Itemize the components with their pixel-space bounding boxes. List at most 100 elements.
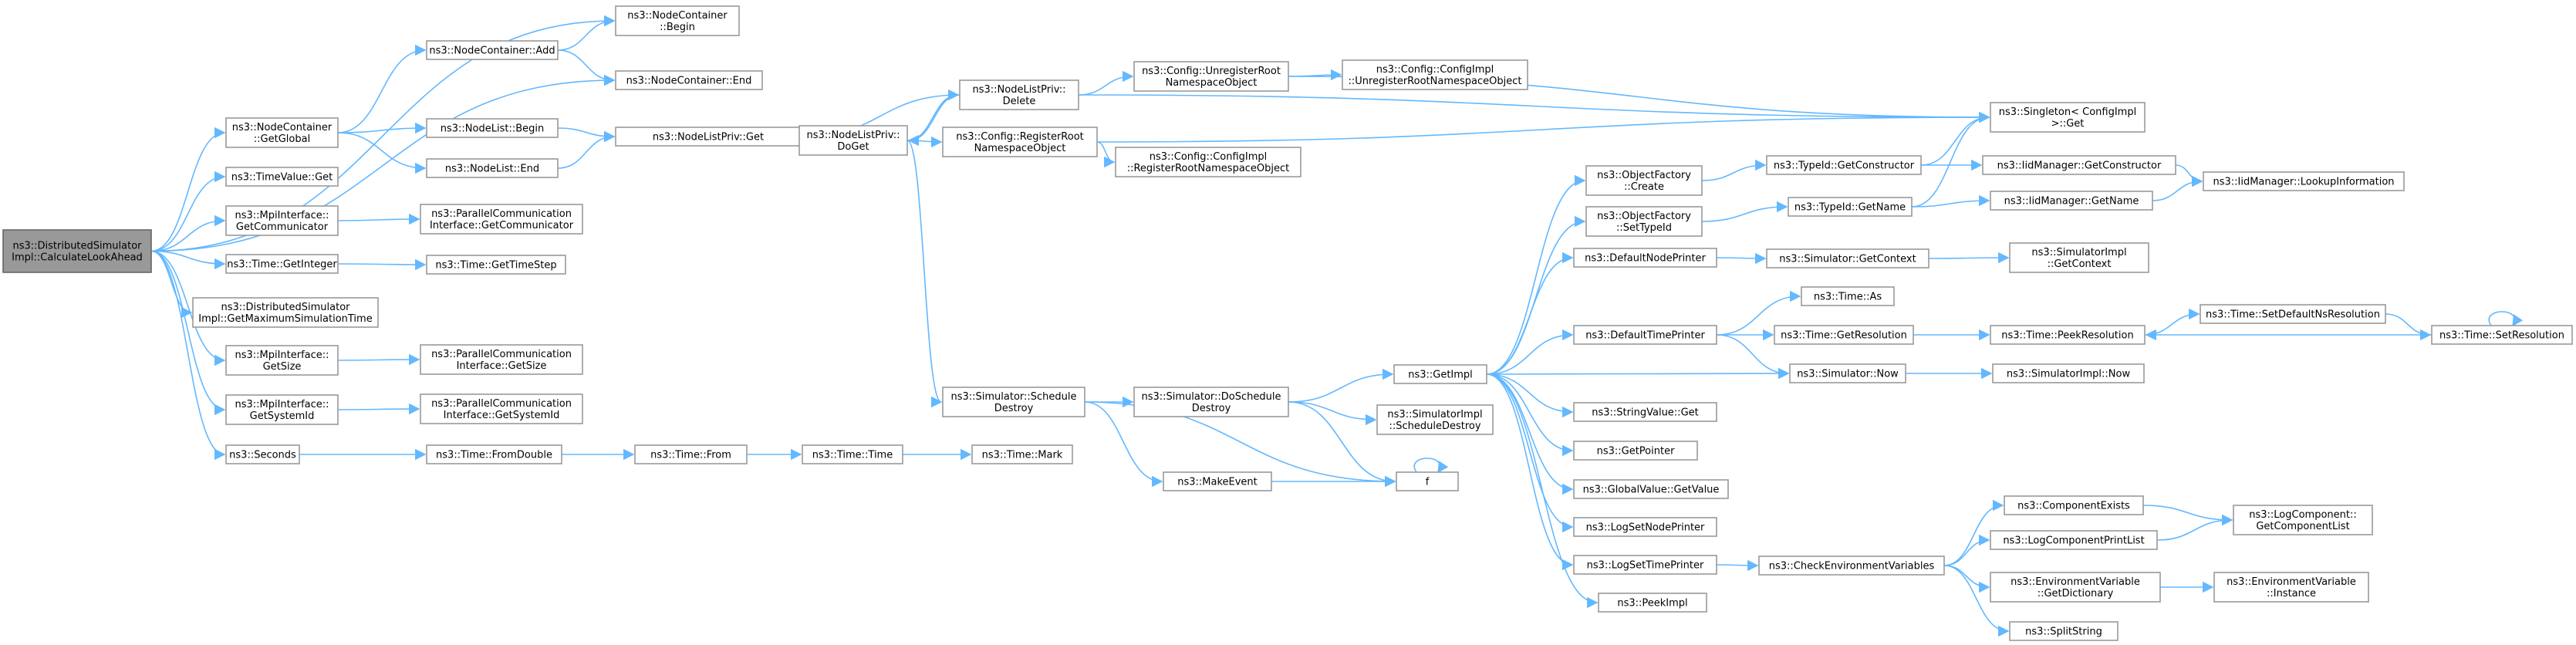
graph-node-ns3-timevalue-get[interactable]: ns3::TimeValue::Get [225,167,339,187]
graph-node-ns3-simulatorimpl-scheduledestroy[interactable]: ns3::SimulatorImpl::ScheduleDestroy [1376,404,1494,435]
node-label: ns3::IidManager::LookupInformation [2213,177,2394,188]
edge-n63-to-n66 [2385,313,2432,341]
edge-n0-to-n6 [150,250,226,366]
graph-node-ns3-time-time[interactable]: ns3::Time::Time [802,444,903,464]
node-box [1163,471,1272,491]
node-box [225,254,339,274]
graph-node-ns3-peekimpl[interactable]: ns3::PeekImpl [1598,593,1707,613]
graph-node-ns3-makeevent[interactable]: ns3::MakeEvent [1163,471,1272,491]
graph-node-ns3-time-mark[interactable]: ns3::Time::Mark [971,444,1073,464]
graph-node-ns3-logsettimeprinter[interactable]: ns3::LogSetTimePrinter [1573,555,1717,575]
graph-node-ns3-iidmanager-getconstructor[interactable]: ns3::IidManager::GetConstructor [1982,155,2176,175]
edge-n51-to-n61 [1943,565,2010,637]
node-box [1573,441,1698,461]
graph-node-ns3-nodecontainer-end[interactable]: ns3::NodeContainer::End [615,70,763,90]
graph-node-ns3-mpiinterface-getsize[interactable]: ns3::MpiInterface::GetSize [225,345,339,376]
graph-node-ns3-time-gettimestep[interactable]: ns3::Time::GetTimeStep [426,255,566,275]
graph-node-ns3-mpiinterface-getsystemid[interactable]: ns3::MpiInterface::GetSystemId [225,394,339,425]
edge-n58-to-n64 [2142,505,2233,526]
edge-n1-to-n10 [337,122,427,134]
graph-node-ns3-nodelist-end[interactable]: ns3::NodeList::End [426,158,559,178]
edge-n32-to-n37 [1486,252,1574,375]
edge-n66-to-n66 [2488,311,2524,327]
graph-node-ns3-nodelistpriv-delete[interactable]: ns3::NodeListPriv::Delete [959,79,1079,110]
node-box [615,127,802,147]
edge-n25-to-n30 [1084,401,1163,488]
node-box [1573,555,1717,575]
graph-node-ns3-simulator-now[interactable]: ns3::Simulator::Now [1789,363,1906,383]
graph-node-ns3-time-getinteger[interactable]: ns3::Time::GetInteger [225,254,339,274]
node-label: ::SetTypeId [1616,222,1672,234]
graph-node-ns3-time-fromdouble[interactable]: ns3::Time::FromDouble [426,444,562,464]
graph-node-ns3-nodecontainer-begin[interactable]: ns3::NodeContainer::Begin [615,5,740,36]
graph-node-ns3-time-from[interactable]: ns3::Time::From [634,444,748,464]
node-label: ns3::GlobalValue::GetValue [1583,485,1720,496]
graph-node-ns3-simulatorimpl-getcontext[interactable]: ns3::SimulatorImpl::GetContext [2009,242,2149,273]
graph-node-ns3-objectfactory-settypeid[interactable]: ns3::ObjectFactory::SetTypeId [1585,206,1703,237]
node-label: ::Create [1624,181,1664,193]
node-box [426,255,566,275]
graph-node-ns3-checkenvironmentvariables[interactable]: ns3::CheckEnvironmentVariables [1758,556,1945,576]
graph-node-ns3-globalvalue-getvalue[interactable]: ns3::GlobalValue::GetValue [1573,479,1729,499]
graph-node-ns3-time-setdefaultnsresolution[interactable]: ns3::Time::SetDefaultNsResolution [2200,304,2386,324]
graph-node-ns3-parallelcommunication-interface-getcommunicator[interactable]: ns3::ParallelCommunicationInterface::Get… [420,204,583,235]
node-box [1115,147,1302,177]
edge-n43-to-n51 [1716,559,1759,572]
graph-node-ns3-objectfactory-create[interactable]: ns3::ObjectFactory::Create [1585,165,1703,196]
graph-node-ns3-getimpl[interactable]: ns3::GetImpl [1393,364,1487,384]
graph-node-ns3-environmentvariable-getdictionary[interactable]: ns3::EnvironmentVariable::GetDictionary [1990,572,2161,603]
graph-node-ns3-config-registerroot-namespaceobject[interactable]: ns3::Config::RegisterRootNamespaceObject [942,127,1098,157]
graph-node-ns3-distributedsimulator-impl-calculatelookahead[interactable]: ns3::DistributedSimulatorImpl::Calculate… [2,229,152,273]
node-box [1766,248,1929,268]
graph-node-ns3-iidmanager-lookupinformation[interactable]: ns3::IidManager::LookupInformation [2203,171,2405,191]
graph-node-ns3-environmentvariable-instance[interactable]: ns3::EnvironmentVariable::Instance [2213,572,2369,603]
graph-node-ns3-logsetnodeprinter[interactable]: ns3::LogSetNodePrinter [1573,517,1717,537]
graph-node-ns3-config-unregisterroot-namespaceobject[interactable]: ns3::Config::UnregisterRootNamespaceObje… [1133,61,1289,92]
graph-node-ns3-config-configimpl-registerrootnamespaceobject[interactable]: ns3::Config::ConfigImpl::RegisterRootNam… [1115,147,1302,177]
graph-node-ns3-nodecontainer-add[interactable]: ns3::NodeContainer::Add [426,40,559,60]
graph-node-ns3-typeid-getname[interactable]: ns3::TypeId::GetName [1788,197,1913,217]
graph-node-ns3-splitstring[interactable]: ns3::SplitString [2009,621,2119,641]
graph-node-ns3-simulatorimpl-now[interactable]: ns3::SimulatorImpl::Now [1992,363,2145,383]
graph-node-ns3-nodelistpriv-get[interactable]: ns3::NodeListPriv::Get [615,127,802,147]
graph-node-ns3-iidmanager-getname[interactable]: ns3::IidManager::GetName [1990,191,2153,211]
graph-node-ns3-simulator-getcontext[interactable]: ns3::Simulator::GetContext [1766,248,1929,268]
graph-node-ns3-singleton-configimpl-get[interactable]: ns3::Singleton< ConfigImpl >::Get [1990,102,2146,133]
graph-node-ns3-config-configimpl-unregisterrootnamespaceobject[interactable]: ns3::Config::ConfigImpl::UnregisterRootN… [1342,59,1528,90]
edge-n7-to-n15 [337,403,420,415]
node-box [1990,191,2153,211]
graph-node-ns3-time-getresolution[interactable]: ns3::Time::GetResolution [1774,325,1914,345]
graph-node-ns3-time-as[interactable]: ns3::Time::As [1801,286,1895,306]
node-label: ns3::MpiInterface:: [235,210,329,221]
edge-n32-to-n39 [1486,373,1574,418]
node-box [192,297,379,328]
edge-n0-to-n3 [150,214,226,252]
node-label: ns3::PeekImpl [1617,598,1687,610]
graph-node-ns3-mpiinterface-getcommunicator[interactable]: ns3::MpiInterface::GetCommunicator [225,205,339,236]
graph-node-ns3-logcomponentprintlist[interactable]: ns3::LogComponentPrintList [1990,530,2158,550]
node-label: ns3::MpiInterface:: [235,399,329,410]
graph-node-ns3-getpointer[interactable]: ns3::GetPointer [1573,441,1698,461]
graph-node-ns3-typeid-getconstructor[interactable]: ns3::TypeId::GetConstructor [1766,155,1922,175]
graph-node-ns3-time-peekresolution[interactable]: ns3::Time::PeekResolution [1990,325,2146,345]
graph-node-ns3-simulator-schedule-destroy[interactable]: ns3::Simulator::ScheduleDestroy [942,387,1085,417]
graph-node-ns3-distributedsimulator-impl-getmaximumsimulationtime[interactable]: ns3::DistributedSimulatorImpl::GetMaximu… [192,297,379,328]
graph-node-ns3-time-setresolution[interactable]: ns3::Time::SetResolution [2431,325,2573,345]
node-label: ns3::GetImpl [1408,370,1473,381]
graph-node-ns3-defaulttimeprinter[interactable]: ns3::DefaultTimePrinter [1573,325,1717,345]
graph-node-ns3-nodecontainer-getglobal[interactable]: ns3::NodeContainer::GetGlobal [225,117,339,148]
graph-node-ns3-parallelcommunication-interface-getsystemid[interactable]: ns3::ParallelCommunicationInterface::Get… [420,393,583,424]
graph-node-ns3-parallelcommunication-interface-getsize[interactable]: ns3::ParallelCommunicationInterface::Get… [420,344,583,375]
graph-node-ns3-seconds[interactable]: ns3::Seconds [225,444,300,464]
graph-node-ns3-defaultnodeprinter[interactable]: ns3::DefaultNodePrinter [1573,248,1717,268]
graph-node-ns3-nodelist-begin[interactable]: ns3::NodeList::Begin [426,118,559,138]
graph-node-ns3-stringvalue-get[interactable]: ns3::StringValue::Get [1573,402,1717,422]
graph-node-ns3-componentexists[interactable]: ns3::ComponentExists [2004,495,2144,515]
graph-node-ns3-nodelistpriv-doget[interactable]: ns3::NodeListPriv::DoGet [798,125,908,156]
node-label: ns3::DistributedSimulator [221,302,350,313]
node-label: ns3::LogSetTimePrinter [1587,560,1704,572]
graph-node-ns3-logcomponent-getcomponentlist[interactable]: ns3::LogComponent::GetComponentList [2233,505,2373,535]
graph-node-f[interactable]: f [1396,471,1459,491]
node-box [420,204,583,235]
